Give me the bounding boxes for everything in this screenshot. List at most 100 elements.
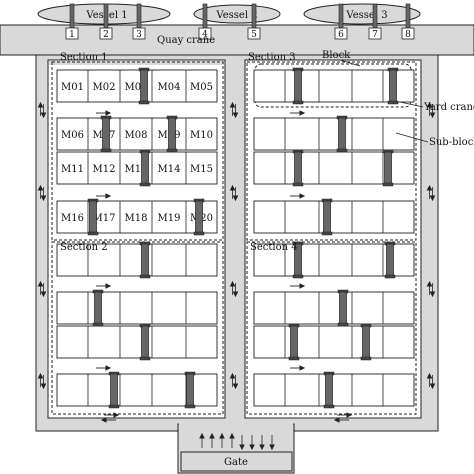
traffic-arrow-head (40, 291, 47, 298)
yard-crane (321, 198, 333, 236)
sub-block-label: M19 (158, 213, 181, 224)
sub-block-label: M02 (93, 82, 116, 93)
yard-crane-leg (195, 200, 203, 234)
yard-block-right (253, 69, 415, 103)
block-outline (253, 325, 415, 359)
traffic-arrow-head (100, 417, 107, 423)
yard-crane-bottom-beam (360, 356, 372, 361)
section-labels: Section 1 Section 2 Section 3 Section 4 (60, 52, 298, 253)
quay-crane-id-box (132, 27, 146, 40)
traffic-arrow-head (229, 101, 236, 108)
quay-crane-boom (372, 3, 378, 30)
section-4-label: Section 4 (250, 242, 298, 253)
yard-crane-leg (141, 325, 149, 359)
yard-crane-bottom-beam (138, 100, 150, 105)
yard-crane-bottom-beam (337, 322, 349, 327)
traffic-arrow-head (426, 280, 433, 287)
yard-crane-bottom-beam (292, 274, 304, 279)
block-outline (56, 151, 218, 185)
vessel-3-label: Vessel 3 (345, 10, 387, 21)
traffic-arrow-head (333, 417, 340, 423)
yard-crane-leg (186, 373, 194, 407)
yard-crane-leg (294, 151, 302, 185)
gate-arrow-head (199, 432, 205, 439)
yard-crane-bottom-beam (292, 182, 304, 187)
traffic-arrow-head (429, 195, 436, 202)
quay-crane-id: 6 (338, 30, 344, 40)
traffic-arrow-head (232, 383, 239, 390)
sub-block-label: M12 (93, 164, 116, 175)
traffic-arrow-head (426, 101, 433, 108)
yard-crane-leg (140, 69, 148, 103)
yard-crane (193, 198, 205, 236)
sub-block-label: M14 (158, 164, 181, 175)
yard-crane-bottom-beam (139, 182, 151, 187)
callouts: Block Yard crane Sub-block (322, 50, 474, 148)
yard-crane (292, 149, 304, 187)
quay-crane-id-box (334, 27, 348, 40)
gate-arrow-head (239, 444, 245, 451)
yard-block-right (253, 200, 415, 234)
yard-crane-bottom-beam (321, 231, 333, 236)
vessel-2-label: Vessel 2 (215, 10, 257, 21)
traffic-arrow-head (232, 112, 239, 119)
traffic-arrow-head (40, 195, 47, 202)
traffic-arrow-head (346, 412, 353, 418)
block-outline (56, 200, 218, 234)
quay-crane: 3 (132, 3, 146, 40)
quay-crane-id-box (247, 27, 261, 40)
gate-arrow-head (259, 444, 265, 451)
yard-crane-bottom-beam (323, 404, 335, 409)
yard-crane-leg (141, 243, 149, 277)
traffic-arrow-head (37, 101, 44, 108)
traffic-arrow-head (299, 283, 306, 289)
sub-block-label: M03 (125, 82, 148, 93)
yard-crane-callout-label: Yard crane (423, 102, 474, 113)
quay-crane-id: 7 (372, 30, 378, 40)
traffic-arrow-head (40, 383, 47, 390)
sub-block-label: M16 (61, 213, 84, 224)
yard-crane-bottom-beam (139, 356, 151, 361)
yard-crane-bottom-beam (382, 182, 394, 187)
traffic-arrow-head (299, 193, 306, 199)
yard-crane-bottom-beam (292, 100, 304, 105)
traffic-arrow-head (299, 110, 306, 116)
quay-apron (0, 24, 474, 56)
quay-crane: 7 (368, 3, 382, 40)
sub-block-label: M06 (61, 130, 84, 141)
traffic-arrow-head (229, 184, 236, 191)
traffic-arrow-head (232, 195, 239, 202)
yard-crane (166, 115, 178, 153)
quay-crane-boom (103, 3, 109, 30)
yard-crane-bottom-beam (166, 148, 178, 153)
gate-arrow-head (219, 432, 225, 439)
yard-crane (336, 115, 348, 153)
yard-crane (184, 371, 196, 409)
yard-cranes (87, 67, 399, 409)
yard-crane (108, 371, 120, 409)
quay-crane-id: 1 (69, 30, 75, 40)
yard-block-left (56, 291, 218, 325)
sub-block-label: M08 (125, 130, 148, 141)
block-outline (56, 325, 218, 359)
quay-crane-id-box (65, 27, 79, 40)
traffic-arrow-head (229, 280, 236, 287)
yard-crane-bottom-beam (139, 274, 151, 279)
vessels: Vessel 1 Vessel 2 Vessel 3 (37, 3, 421, 25)
yard-crane-leg (89, 200, 97, 234)
yard-crane (387, 67, 399, 105)
quay-crane-boom (338, 3, 344, 30)
yard-crane (138, 67, 150, 105)
yard-crane-leg (294, 69, 302, 103)
yard-crane-bottom-beam (184, 404, 196, 409)
gate-arrow-head (269, 444, 275, 451)
yard-crane (139, 241, 151, 279)
yard-crane-leg (339, 291, 347, 325)
traffic-arrow-head (40, 112, 47, 119)
yard-crane (288, 323, 300, 361)
quay-crane: 8 (401, 3, 415, 40)
yard-crane-callout-line (399, 101, 424, 108)
section-1-label: Section 1 (60, 52, 108, 63)
yard-block-right (253, 325, 415, 359)
yard-crane-leg (389, 69, 397, 103)
